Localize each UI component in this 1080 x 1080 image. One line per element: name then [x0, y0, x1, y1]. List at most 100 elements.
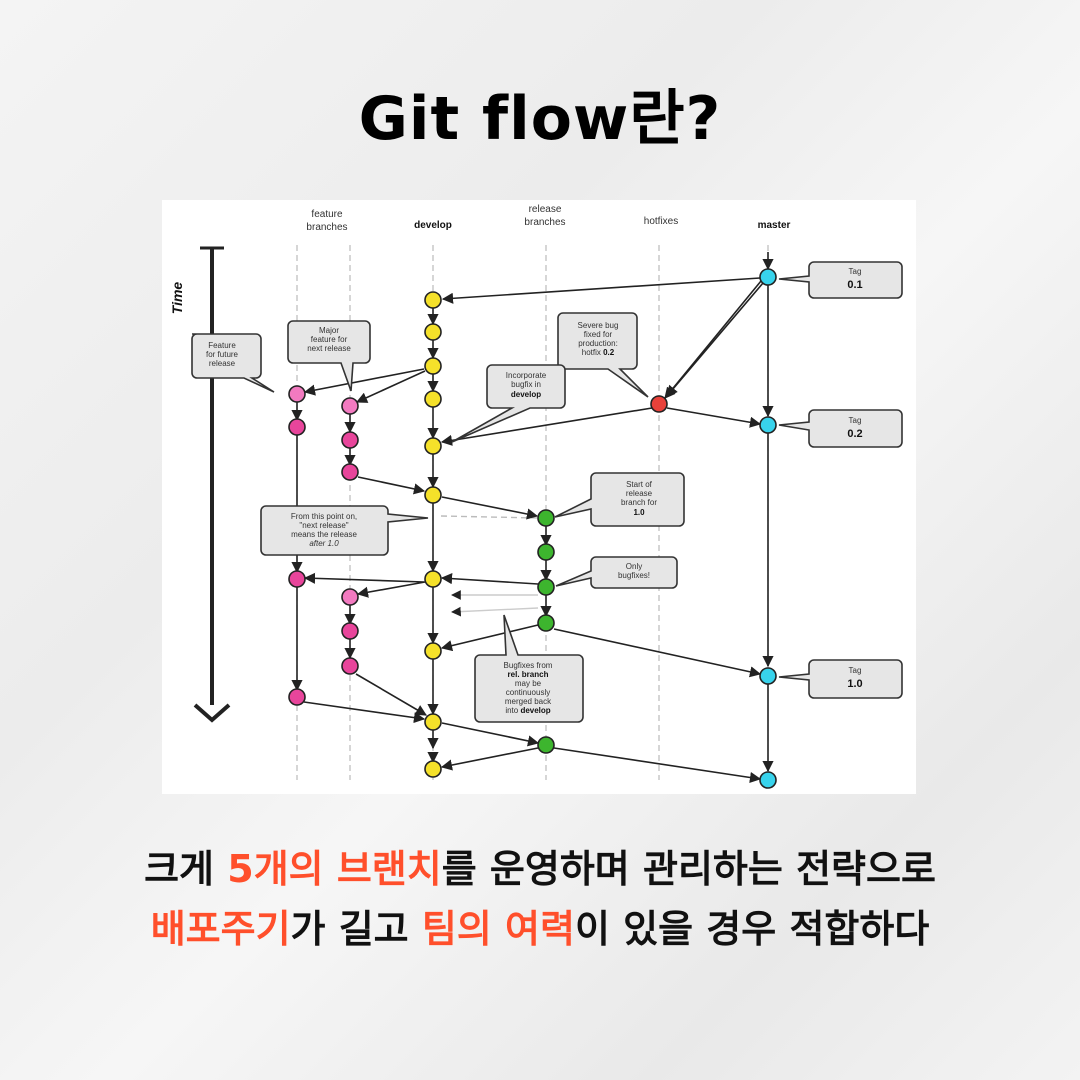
hotfix-commit: [650, 395, 668, 413]
tag-0-2-label: Tag: [849, 416, 862, 425]
caption-line-1: 크게 5개의 브랜치를 운영하며 관리하는 전략으로: [0, 838, 1080, 893]
develop-commit: [424, 713, 442, 731]
release-commit: [537, 543, 555, 561]
callout-start-release-l3: branch for: [621, 498, 657, 507]
callout-severe-bug-l2: fixed for: [584, 330, 613, 339]
feature-commit: [341, 463, 359, 481]
caption-1-a: 크게: [144, 847, 228, 891]
release-flow: [440, 496, 762, 784]
feature-commits: [288, 385, 359, 706]
callout-severe-bug-l3: production:: [578, 339, 618, 348]
develop-commit: [424, 486, 442, 504]
tag-0-1: Tag 0.1: [778, 261, 903, 299]
callout-major-feature-l2: feature for: [311, 335, 348, 344]
callout-start-release-l2: release: [626, 489, 653, 498]
time-label: Time: [169, 282, 185, 315]
tag-0-2-value: 0.2: [847, 428, 862, 440]
develop-commits: [424, 291, 442, 778]
header-master: master: [758, 220, 791, 231]
callout-bugfixes-l4: continuously: [506, 688, 550, 697]
tag-1-0-value: 1.0: [847, 678, 862, 690]
header-feature-2: branches: [306, 222, 347, 233]
master-commit: [759, 268, 777, 286]
callout-incorporate: Incorporate bugfix in develop: [451, 364, 566, 443]
callout-start-release: Start of release branch for 1.0: [554, 472, 685, 527]
develop-commit: [424, 390, 442, 408]
caption-2-highlight-1: 배포주기: [150, 907, 291, 951]
develop-commit: [424, 357, 442, 375]
release-commit: [537, 614, 555, 632]
callout-next-release-l2: "next release": [299, 521, 348, 530]
callout-bugfixes-l3: may be: [515, 679, 542, 688]
caption-2-highlight-2: 팀의 여력: [421, 907, 575, 951]
callout-bugfixes-l5: merged back: [505, 697, 552, 706]
caption-line-2: 배포주기가 길고 팀의 여력이 있을 경우 적합하다: [0, 898, 1080, 953]
callout-next-release: From this point on, "next release" means…: [260, 505, 429, 556]
feature-commit: [288, 418, 306, 436]
callout-feature-future: Feature for future release: [191, 333, 275, 393]
develop-commit: [424, 323, 442, 341]
callout-only-bugfixes-l2: bugfixes!: [618, 571, 650, 580]
time-axis: Time: [169, 246, 231, 723]
header-develop: develop: [414, 220, 452, 231]
develop-commit: [424, 642, 442, 660]
tag-0-1-value: 0.1: [847, 279, 862, 291]
caption-2-a: 가 길고: [290, 907, 422, 951]
feature-commit: [341, 588, 359, 606]
hotfix-commits: [650, 395, 668, 413]
git-flow-diagram: feature branches develop release branche…: [162, 200, 916, 794]
header-release-1: release: [529, 204, 562, 215]
callout-bugfixes-l6: into develop: [505, 706, 550, 715]
feature-b-flow: [344, 370, 427, 716]
callout-only-bugfixes-l1: Only: [626, 562, 642, 571]
callout-severe-bug-l4: hotfix 0.2: [582, 348, 615, 357]
feature-commit: [288, 688, 306, 706]
callout-next-release-l1: From this point on,: [291, 512, 357, 521]
feature-commit: [341, 622, 359, 640]
tag-1-0-label: Tag: [849, 666, 862, 675]
release-commit: [537, 578, 555, 596]
develop-commit: [424, 760, 442, 778]
master-commits: [759, 268, 777, 789]
feature-commit: [341, 657, 359, 675]
feature-a-flow: [291, 368, 426, 724]
header-release-2: branches: [524, 217, 565, 228]
release-commits: [537, 509, 555, 754]
feature-commit: [341, 397, 359, 415]
callout-start-release-l4: 1.0: [633, 508, 645, 517]
callout-major-feature-l1: Major: [319, 326, 339, 335]
caption-2-b: 이 있을 경우 적합하다: [574, 907, 930, 951]
callout-major-feature: Major feature for next release: [287, 320, 371, 392]
master-commit: [759, 771, 777, 789]
header-hotfixes: hotfixes: [644, 216, 678, 227]
callout-only-bugfixes: Only bugfixes!: [555, 556, 678, 589]
callout-severe-bug-l1: Severe bug: [578, 321, 619, 330]
callout-feature-future-l1: Feature: [208, 341, 236, 350]
caption-1-b: 를 운영하며 관리하는 전략으로: [441, 847, 936, 891]
callout-incorporate-l3: develop: [511, 390, 541, 399]
callout-feature-future-l2: for future: [206, 350, 239, 359]
master-flow: [440, 252, 774, 773]
master-commit: [759, 667, 777, 685]
callout-next-release-l4: after 1.0: [309, 539, 339, 548]
develop-commit: [424, 570, 442, 588]
feature-commit: [288, 570, 306, 588]
tag-0-2: Tag 0.2: [778, 409, 903, 448]
develop-commit: [424, 291, 442, 309]
callout-start-release-l1: Start of: [626, 480, 653, 489]
page-title: Git flow란?: [358, 84, 722, 154]
callout-next-release-l3: means the release: [291, 530, 357, 539]
feature-commit: [288, 385, 306, 403]
tag-1-0: Tag 1.0: [778, 659, 903, 699]
tag-0-1-label: Tag: [849, 267, 862, 276]
header-feature-1: feature: [311, 209, 343, 220]
feature-commit: [341, 431, 359, 449]
release-commit: [537, 509, 555, 527]
callout-feature-future-l3: release: [209, 359, 236, 368]
callout-bugfixes-l1: Bugfixes from: [504, 661, 553, 670]
caption-1-highlight: 5개의 브랜치: [227, 847, 442, 891]
callout-bugfixes-from: Bugfixes from rel. branch may be continu…: [474, 614, 584, 723]
master-commit: [759, 416, 777, 434]
callout-incorporate-l1: Incorporate: [506, 371, 547, 380]
callout-bugfixes-l2: rel. branch: [508, 670, 549, 679]
